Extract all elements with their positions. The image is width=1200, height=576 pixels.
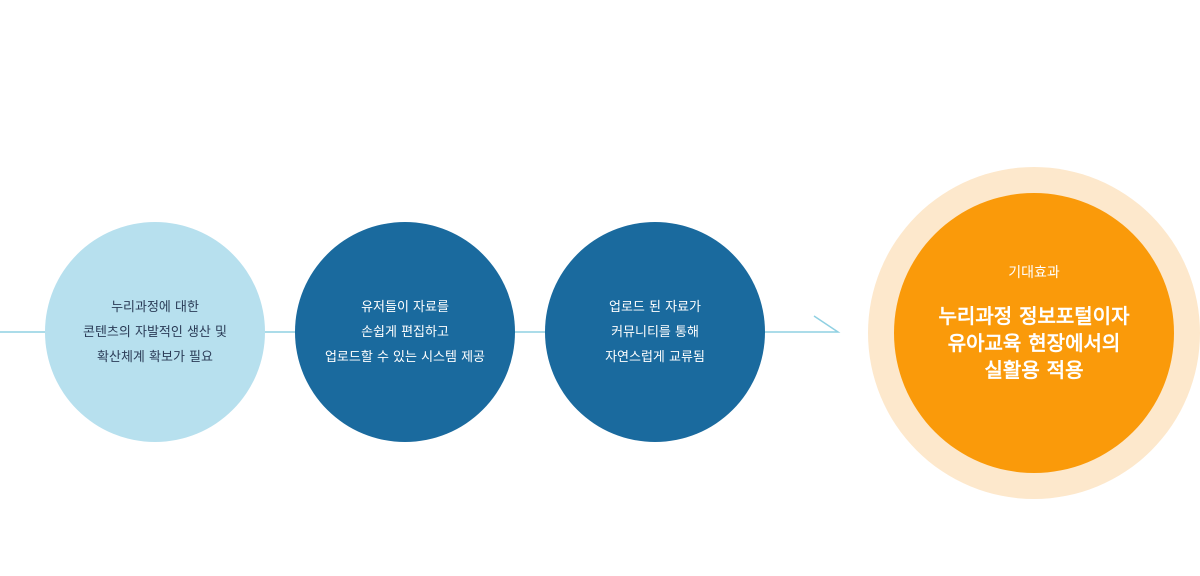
result-text-line: 실활용 적용 xyxy=(984,357,1084,382)
result-label: 기대효과 xyxy=(1008,264,1060,281)
step-text-line: 자연스럽게 교류됨 xyxy=(605,349,705,365)
step-text-line: 확산체계 확보가 필요 xyxy=(97,349,213,365)
result-circle: 기대효과 누리과정 정보포털이자 유아교육 현장에서의 실활용 적용 xyxy=(894,193,1174,473)
step-text-line: 커뮤니티를 통해 xyxy=(611,324,699,340)
step-text-line: 콘텐츠의 자발적인 생산 및 xyxy=(83,324,227,340)
connector-arrow-icon xyxy=(813,315,841,333)
result-text-line: 누리과정 정보포털이자 xyxy=(938,303,1130,328)
step-circle-need: 누리과정에 대한 콘텐츠의 자발적인 생산 및 확산체계 확보가 필요 xyxy=(45,222,265,442)
step-text-line: 업로드할 수 있는 시스템 제공 xyxy=(324,349,486,365)
step-circle-system: 유저들이 자료를 손쉽게 편집하고 업로드할 수 있는 시스템 제공 xyxy=(295,222,515,442)
result-text-line: 유아교육 현장에서의 xyxy=(947,330,1121,355)
step-text-line: 업로드 된 자료가 xyxy=(609,299,701,315)
step-text-line: 누리과정에 대한 xyxy=(111,299,199,315)
step-circle-community: 업로드 된 자료가 커뮤니티를 통해 자연스럽게 교류됨 xyxy=(545,222,765,442)
step-text-line: 손쉽게 편집하고 xyxy=(361,324,449,340)
step-text-line: 유저들이 자료를 xyxy=(361,299,449,315)
